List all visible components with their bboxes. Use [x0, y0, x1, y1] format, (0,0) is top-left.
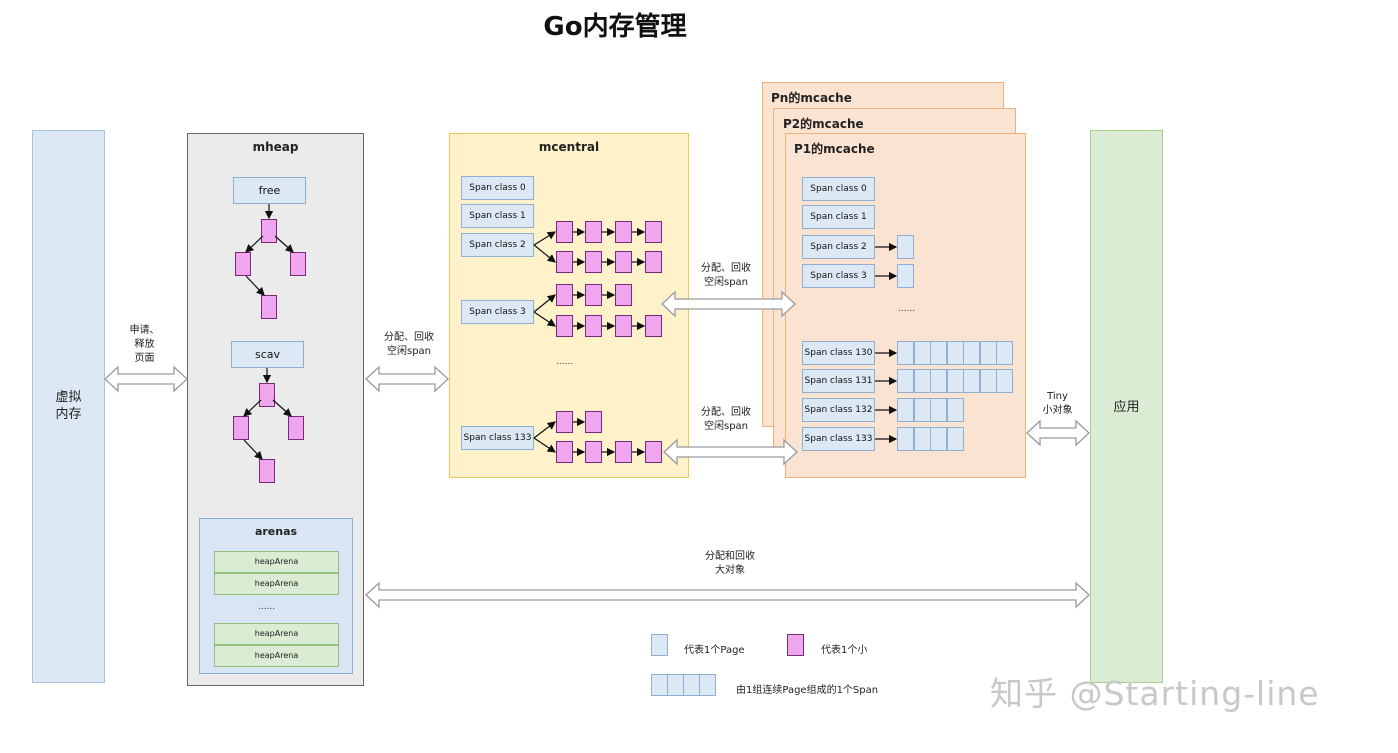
mcentral-span-class: Span class 133 [461, 426, 534, 450]
note-tiny-objects: Tiny 小对象 [1042, 391, 1073, 416]
mcache-span-class: Span class 0 [802, 177, 875, 201]
mcentral-ellipsis: ...... [556, 357, 574, 367]
mcentral-span-object [585, 251, 602, 273]
mcentral-title: mcentral [538, 140, 600, 154]
mcentral-span-object [645, 251, 662, 273]
scav-list-label: scav [231, 341, 304, 368]
arenas-ellipsis: ...... [258, 602, 276, 612]
mcentral-span-object [556, 284, 573, 306]
note-mheap-mcentral: 分配、回收 空闲span [384, 332, 434, 357]
double-arrows [104, 290, 1090, 609]
scav-span-node [259, 459, 275, 483]
tree-connectors [243, 204, 898, 460]
legend-span-swatch [699, 674, 716, 696]
heap-arena: heapArena [214, 551, 339, 573]
mcache-ellipsis: ...... [898, 304, 916, 314]
virtual-memory-label: 虚拟 内存 [55, 390, 82, 422]
mcache-title: P2的mcache [783, 117, 864, 131]
mcentral-span-object [556, 411, 573, 433]
mcache-span-class: Span class 2 [802, 235, 875, 259]
mcache-span-class: Span class 130 [802, 341, 875, 365]
mcentral-span-class: Span class 2 [461, 233, 534, 257]
mcentral-span-class: Span class 1 [461, 204, 534, 228]
mcache-span-class: Span class 3 [802, 264, 875, 288]
mcentral-span-object [556, 251, 573, 273]
free-span-node [261, 295, 277, 319]
legend-object-swatch [787, 634, 804, 656]
mcentral-span-object [615, 284, 632, 306]
note-large-objects: 分配和回收 大对象 [705, 551, 755, 576]
scav-span-node [233, 416, 249, 440]
mcache-span-class: Span class 132 [802, 398, 875, 422]
free-list-label: free [233, 177, 306, 204]
application-column: 应用 [1090, 130, 1163, 683]
mcentral-span-class: Span class 3 [461, 300, 534, 324]
mcache-page [946, 427, 964, 451]
mcentral-span-object [585, 315, 602, 337]
note-mcentral-mcache-bottom: 分配、回收 空闲span [701, 407, 751, 432]
heap-arena: heapArena [214, 645, 339, 667]
mcache-title: Pn的mcache [771, 91, 852, 105]
mcentral-span-object [615, 441, 632, 463]
mcentral-span-object [585, 441, 602, 463]
scav-span-node [288, 416, 304, 440]
mcache-page [897, 264, 914, 288]
watermark: 知乎 @Starting-line [990, 674, 1320, 713]
legend-object-label: 代表1个小 [821, 645, 868, 656]
virtual-memory-column: 虚拟 内存 [32, 130, 105, 683]
mcentral-span-object [615, 251, 632, 273]
mcache-title: P1的mcache [794, 142, 875, 156]
mcentral-span-object [645, 221, 662, 243]
free-span-node [235, 252, 251, 276]
mcache-span-class: Span class 131 [802, 369, 875, 393]
mcache-page [897, 235, 914, 259]
mcache-page [996, 369, 1013, 393]
mcache-page [946, 398, 964, 422]
legend-span-label: 由1组连续Page组成的1个Span [736, 685, 879, 696]
mcentral-span-object [556, 221, 573, 243]
mcentral-span-object [645, 441, 662, 463]
note-vm-mheap: 申请、 释放 页面 [129, 325, 160, 364]
page-title: Go内存管理 [543, 12, 687, 42]
note-mcentral-mcache-top: 分配、回收 空闲span [701, 263, 751, 288]
scav-span-node [259, 383, 275, 407]
mcache-page [996, 341, 1013, 365]
arenas-title: arenas [254, 525, 298, 538]
mcache-span-class: Span class 133 [802, 427, 875, 451]
free-span-node [290, 252, 306, 276]
mcentral-span-object [585, 221, 602, 243]
mcentral-span-object [645, 315, 662, 337]
mcentral-span-object [615, 221, 632, 243]
application-label: 应用 [1113, 400, 1140, 415]
heap-arena: heapArena [214, 573, 339, 595]
mcentral-span-object [556, 315, 573, 337]
mcentral-span-object [556, 441, 573, 463]
heap-arena: heapArena [214, 623, 339, 645]
mheap-title: mheap [252, 140, 299, 154]
mcache-span-class: Span class 1 [802, 205, 875, 229]
free-span-node [261, 219, 277, 243]
mcentral-span-object [615, 315, 632, 337]
legend-page-swatch [651, 634, 668, 656]
mcentral-span-object [585, 284, 602, 306]
mcentral-span-class: Span class 0 [461, 176, 534, 200]
mcentral-span-object [585, 411, 602, 433]
legend-page-label: 代表1个Page [684, 645, 745, 656]
